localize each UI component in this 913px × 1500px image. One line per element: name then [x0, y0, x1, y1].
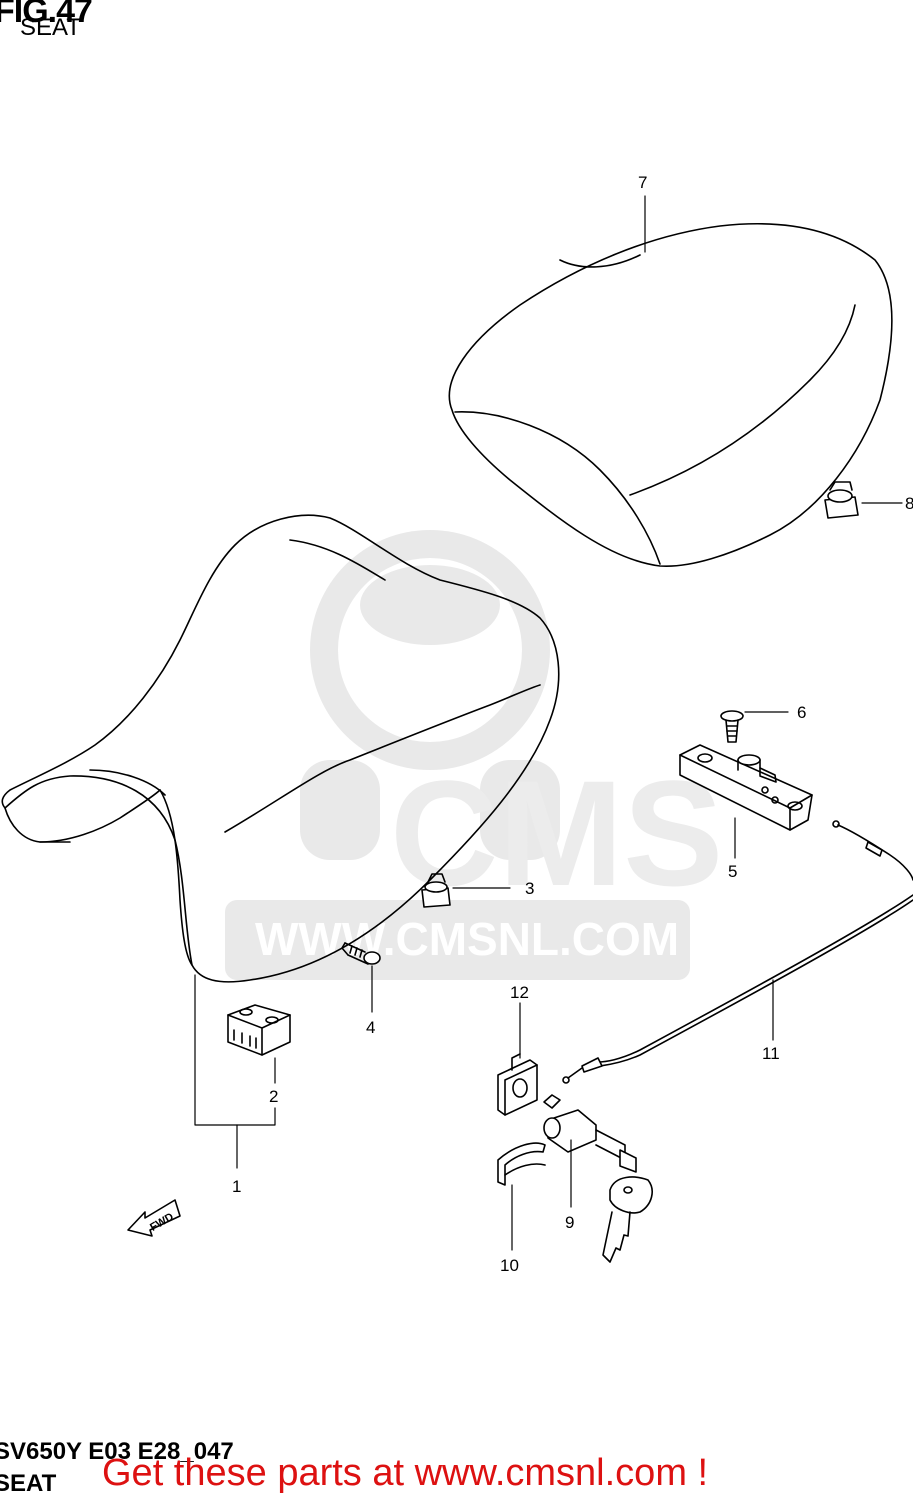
- callout-numbers: 7 8 6 5 3 4 12 11 2 1 9 10: [232, 173, 913, 1275]
- callout-3: 3: [525, 879, 534, 898]
- cushion-part-3: [421, 873, 451, 908]
- callout-4: 4: [366, 1018, 375, 1037]
- leader-lines: [194, 195, 903, 1251]
- callout-5: 5: [728, 862, 737, 881]
- model-code: SV650Y E03 E28_047: [0, 1438, 234, 1465]
- callout-12: 12: [510, 983, 529, 1002]
- fwd-arrow-icon: [127, 1199, 181, 1237]
- cushion-block-part-2: [227, 1004, 291, 1056]
- callout-11: 11: [762, 1044, 780, 1063]
- section-label: SEAT: [0, 1470, 57, 1497]
- figure-title: FIG.47: [0, 0, 93, 30]
- screw-part-6: [720, 710, 744, 743]
- watermark: WWW.CMSNL.COM CMS: [225, 530, 723, 980]
- bracket-part-12: [497, 1053, 538, 1116]
- callout-2: 2: [269, 1087, 278, 1106]
- seat-lock-part-5: [679, 744, 813, 831]
- watermark-url: WWW.CMSNL.COM: [255, 913, 679, 965]
- callout-10: 10: [500, 1256, 519, 1275]
- clip-part-10: [497, 1142, 546, 1186]
- cushion-part-8: [824, 481, 859, 519]
- lock-cylinder-part-9: [543, 1094, 653, 1263]
- callout-6: 6: [797, 703, 806, 722]
- promo-link[interactable]: Get these parts at www.cmsnl.com !: [102, 1452, 709, 1494]
- callout-1: 1: [232, 1177, 241, 1196]
- front-seat-part-1: [1, 514, 560, 983]
- callout-9: 9: [565, 1213, 574, 1232]
- cable-part-11: [562, 820, 913, 1084]
- figure-subtitle: SEAT: [20, 14, 81, 41]
- rear-seat-part-7: [448, 223, 893, 567]
- bolt-part-4: [341, 942, 381, 965]
- callout-8: 8: [905, 494, 913, 513]
- callout-7: 7: [638, 173, 647, 192]
